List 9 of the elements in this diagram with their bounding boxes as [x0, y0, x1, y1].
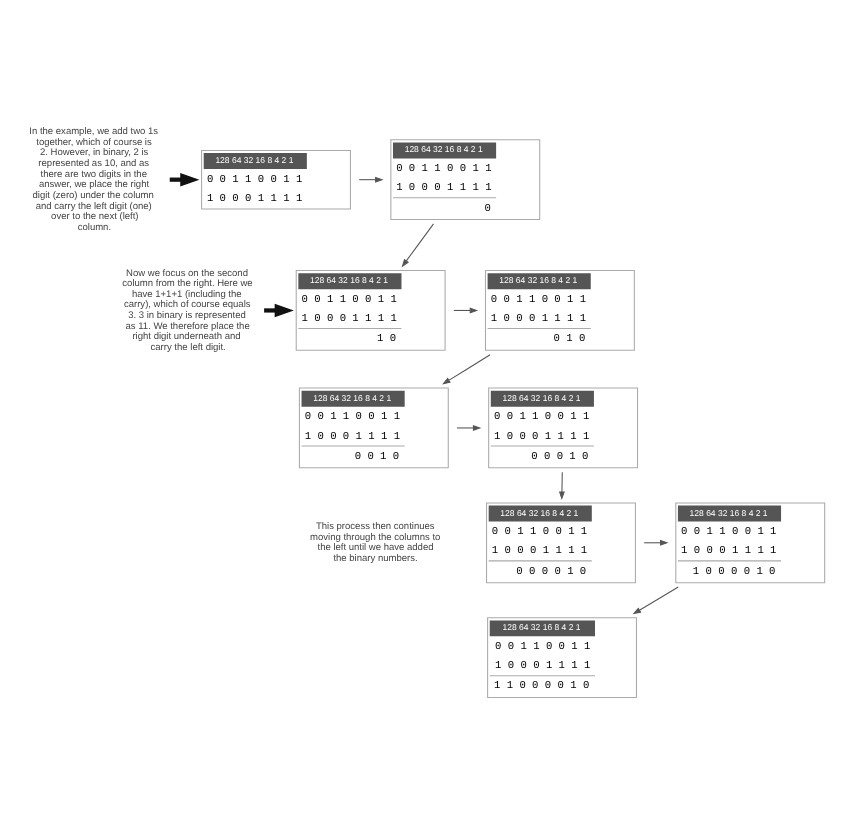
arrow [632, 586, 679, 615]
arrow [456, 424, 482, 431]
arrow [401, 223, 435, 268]
arrow [558, 471, 565, 500]
arrow [442, 354, 491, 385]
arrow [643, 539, 669, 546]
arrow [358, 176, 384, 183]
arrow [453, 307, 479, 314]
arrow [264, 303, 294, 318]
